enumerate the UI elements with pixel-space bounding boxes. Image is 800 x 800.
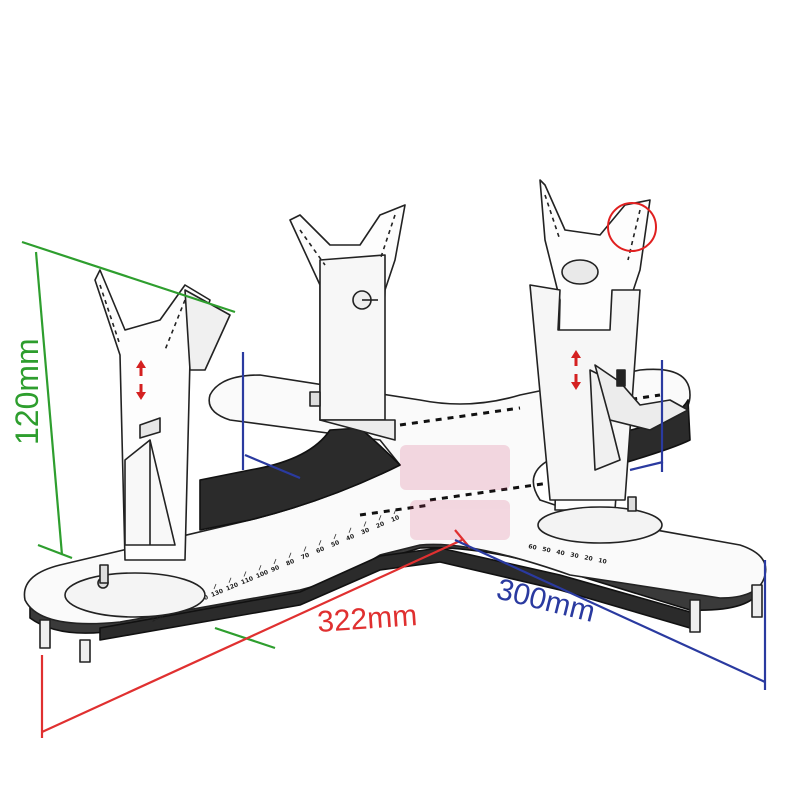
height-dimension [21, 240, 276, 650]
ruler-mark: 100 [255, 569, 269, 580]
ruler-tick [288, 552, 292, 558]
ruler-tick [363, 521, 367, 527]
ruler-mark: 130 [210, 588, 224, 599]
ruler-mark: 10 [598, 557, 608, 566]
ruler-mark: 120 [225, 581, 239, 592]
width-dimension [241, 352, 767, 690]
ruler-mark: 170 [150, 613, 164, 624]
ruler-mark: 30 [570, 552, 580, 561]
ruler-tick [378, 515, 382, 521]
stand-back-center [289, 204, 406, 441]
ruler-mark: 70 [300, 552, 310, 562]
height-adjust-arrows-left [136, 360, 146, 400]
ruler-mark: 80 [285, 558, 295, 568]
highlight-circle [607, 202, 657, 252]
up-arrow-icon [136, 360, 146, 368]
height-adjust-arrows-right [571, 350, 581, 390]
right-ruler-scale: 60 50 40 30 20 10 [528, 543, 608, 566]
ruler-tick [243, 571, 247, 577]
ruler-tick [348, 527, 352, 533]
ruler-tick [303, 546, 307, 552]
ruler-mark: 60 [315, 545, 325, 555]
ruler-tick [393, 508, 397, 515]
ruler-mark: 20 [375, 520, 385, 530]
ruler-mark: 10 [390, 514, 400, 524]
watermark [400, 445, 510, 540]
ruler-tick [258, 565, 262, 571]
ruler-tick [228, 577, 232, 583]
ruler-mark: 30 [360, 527, 370, 537]
ruler-mark: 60 [528, 543, 538, 552]
stand-front-left [64, 269, 231, 618]
height-label: 120mm [9, 338, 45, 445]
ruler-mark: 50 [330, 539, 340, 549]
down-arrow-icon [571, 382, 581, 390]
ruler-tick [213, 583, 217, 590]
ruler-mark: 110 [240, 575, 254, 586]
up-arrow-icon [571, 350, 581, 358]
ruler-mark: 90 [270, 564, 280, 574]
ruler-mark: 40 [556, 549, 566, 558]
ruler-tick [333, 533, 337, 540]
ruler-mark: 40 [345, 533, 355, 543]
ruler-mark: 20 [584, 554, 594, 563]
length-label: 322mm [316, 599, 418, 639]
ruler-mark: 50 [542, 546, 552, 555]
down-arrow-icon [136, 392, 146, 400]
stand-right [529, 179, 689, 544]
ruler-tick [318, 540, 322, 546]
ruler-tick [273, 558, 277, 565]
